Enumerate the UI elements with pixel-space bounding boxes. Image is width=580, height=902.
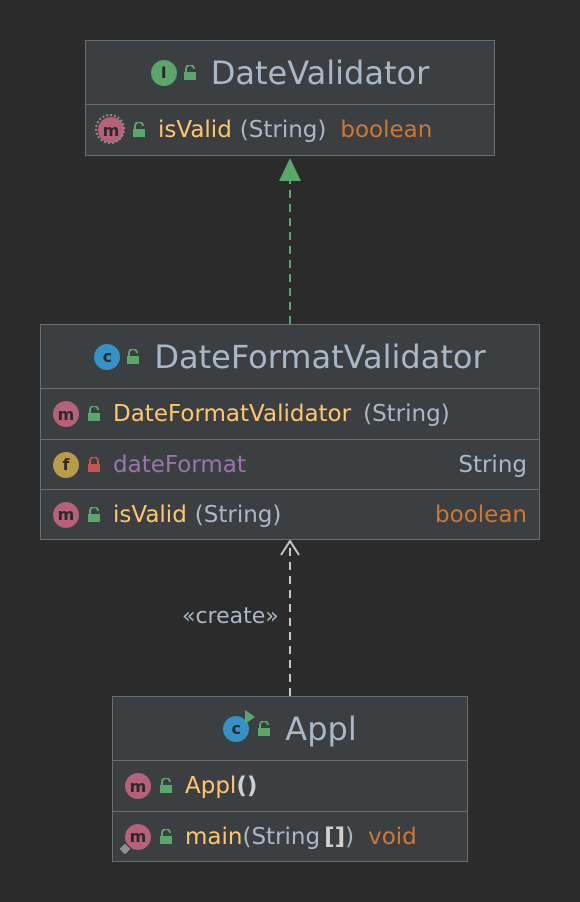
- constructor-row[interactable]: m DateFormatValidator (String): [41, 389, 539, 439]
- field-type: String: [458, 451, 527, 478]
- method-name: isValid: [158, 117, 232, 143]
- public-lock-icon: [160, 778, 172, 793]
- appl-box[interactable]: c Appl m Appl () m main (String[]) void: [112, 696, 468, 862]
- date-validator-title: DateValidator: [210, 53, 430, 92]
- private-lock-icon: [88, 456, 100, 472]
- method-param-type: String: [251, 823, 321, 850]
- abstract-method-icon: m: [95, 114, 125, 144]
- method-name: main: [185, 823, 243, 850]
- method-param-brackets: []: [324, 823, 346, 850]
- create-arrow-head: [280, 539, 300, 556]
- create-stereotype-label: «create»: [182, 604, 279, 629]
- date-format-validator-header: c DateFormatValidator: [41, 325, 539, 389]
- runnable-class-icon: c: [223, 709, 256, 742]
- date-validator-method-row[interactable]: m isValid (String) boolean: [86, 105, 494, 155]
- class-icon-letter: c: [231, 719, 242, 738]
- date-validator-box[interactable]: I DateValidator m isValid (String) boole…: [85, 40, 495, 156]
- public-lock-icon: [160, 828, 172, 844]
- date-validator-header: I DateValidator: [86, 41, 494, 105]
- method-params-close: ): [345, 823, 355, 850]
- public-lock-icon: [133, 122, 145, 137]
- interface-icon: I: [150, 59, 177, 86]
- static-method-icon: m: [117, 823, 151, 856]
- method-icon: m: [125, 773, 151, 799]
- date-format-validator-box[interactable]: c DateFormatValidator m DateFormatValida…: [40, 324, 540, 540]
- method-params: (String): [239, 117, 327, 143]
- public-lock-icon: [88, 406, 100, 421]
- constructor-name: DateFormatValidator: [113, 401, 352, 427]
- field-row[interactable]: f dateFormat String: [41, 439, 539, 489]
- constructor-params: (): [236, 773, 258, 799]
- class-icon: c: [94, 343, 121, 370]
- constructor-params: (String): [363, 401, 450, 427]
- field-icon: f: [53, 451, 79, 478]
- method-params: (String): [194, 501, 282, 528]
- method-icon-letter: m: [129, 827, 147, 846]
- method-params-open: (: [242, 823, 252, 850]
- field-name: dateFormat: [113, 451, 246, 478]
- abstract-badge: [95, 114, 125, 144]
- public-lock-icon: [183, 64, 196, 80]
- method-return-type: boolean: [340, 117, 433, 143]
- method-name: isValid: [113, 501, 187, 528]
- method-return-type: void: [368, 823, 417, 850]
- constructor-name: Appl: [185, 773, 237, 799]
- public-lock-icon: [258, 720, 271, 736]
- method-icon: m: [53, 401, 79, 427]
- run-flag-icon: [245, 709, 256, 724]
- realization-arrow-head: [279, 158, 301, 181]
- method-row[interactable]: m isValid (String) boolean: [41, 489, 539, 539]
- method-icon: m: [53, 501, 79, 528]
- appl-title: Appl: [285, 709, 357, 748]
- public-lock-icon: [127, 348, 140, 364]
- method-return-type: boolean: [435, 501, 527, 528]
- date-format-validator-title: DateFormatValidator: [154, 337, 486, 376]
- appl-main-row[interactable]: m main (String[]) void: [113, 811, 467, 861]
- appl-constructor-row[interactable]: m Appl (): [113, 761, 467, 811]
- appl-header: c Appl: [113, 697, 467, 761]
- public-lock-icon: [88, 506, 100, 522]
